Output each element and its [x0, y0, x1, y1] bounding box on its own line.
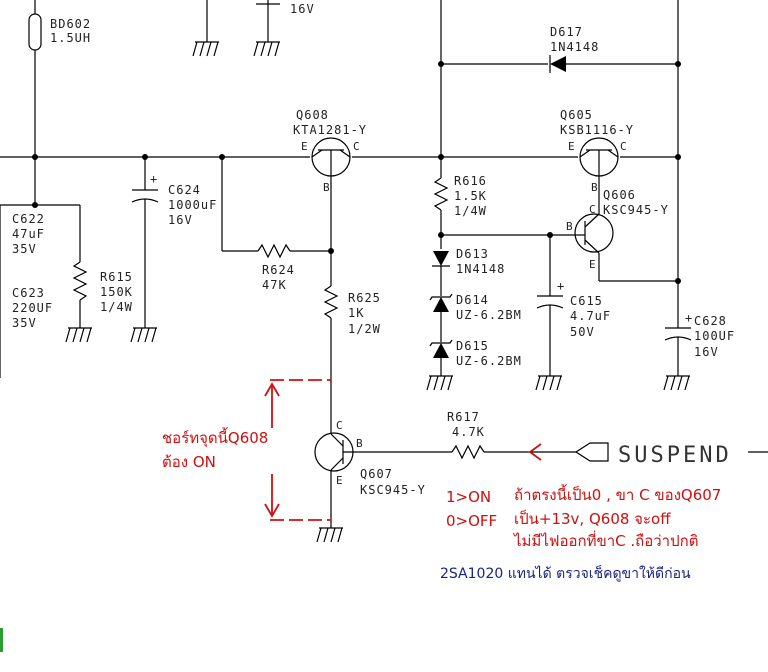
r624-value: 47K: [262, 278, 287, 292]
short-marker: [264, 379, 542, 521]
q608-pin-b: B: [323, 181, 330, 194]
c615-ref: C615: [570, 294, 603, 308]
zener-column: R616 1.5K 1/4W D613 1N4148 D614 UZ-6.2BM…: [429, 157, 576, 376]
c628-voltage: 16V: [694, 345, 719, 359]
transistor-q608: Q608 KTA1281-Y E C B: [293, 108, 367, 194]
r616-ref: R616: [454, 174, 487, 188]
c615-value: 4.7uF: [570, 309, 611, 323]
annotation-replacement: 2SA1020 แทนได้ ตรวจเช็คดูขาให้ดีก่อน: [440, 564, 691, 582]
bd602-value: 1.5UH: [50, 31, 91, 45]
c623-ref: C623: [12, 286, 45, 300]
d617-ref: D617: [550, 25, 583, 39]
q606-pin-e: E: [589, 258, 596, 271]
c624-plus: +: [150, 172, 158, 186]
q606-pin-b: B: [566, 220, 573, 233]
q607-pin-c: C: [336, 419, 343, 432]
r625-power: 1/2W: [348, 322, 381, 336]
r625-value: 1K: [348, 306, 364, 320]
d614-value: UZ-6.2BM: [456, 308, 522, 322]
r615-ref: R615: [100, 270, 133, 284]
edge-mark: [0, 628, 3, 652]
top-partial: 16V: [206, 0, 679, 157]
bd602-ref: BD602: [50, 17, 91, 31]
d614-ref: D614: [456, 293, 489, 307]
suspend-label: SUSPEND: [618, 443, 732, 468]
transistor-q605: Q605 KSB1116-Y E C B: [560, 108, 634, 196]
annotation-logic-off: 0>OFF: [446, 512, 497, 530]
annotation-short-2: ต้อง ON: [162, 453, 216, 471]
r615-power: 1/4W: [100, 300, 133, 314]
d613-value: 1N4148: [456, 262, 505, 276]
q605-pin-e: E: [568, 140, 575, 153]
inductor-bd602: BD602 1.5UH: [0, 0, 91, 208]
q606-pin-c: C: [589, 203, 596, 216]
c628-plus: +: [685, 311, 693, 325]
supply-rail: [0, 154, 681, 160]
c622-voltage: 35V: [12, 242, 37, 256]
c628-value: 100UF: [694, 329, 735, 343]
q605-pin-c: C: [620, 140, 627, 153]
annotation-thai-1: ถ้าตรงนี้เป็น0 , ขา C ของQ607: [514, 484, 721, 504]
c615-voltage: 50V: [570, 325, 595, 339]
q608-ref: Q608: [296, 108, 329, 122]
annotation-logic-on: 1>ON: [446, 488, 491, 506]
suspend-input: R617 4.7K SUSPEND: [447, 410, 768, 468]
c623-voltage: 35V: [12, 316, 37, 330]
q605-ref: Q605: [560, 108, 593, 122]
d615-value: UZ-6.2BM: [456, 354, 522, 368]
q605-pin-b: B: [591, 181, 598, 194]
bias-network: R624 47K R625 1K 1/2W: [221, 157, 381, 426]
q608-pin-e: E: [301, 140, 308, 153]
transistor-q606: Q606 KSC945-Y B C E: [566, 188, 678, 282]
capacitor-c628: + C628 100UF 16V: [664, 157, 735, 376]
r617-value: 4.7K: [452, 425, 485, 439]
annotation-short-1: ชอร์ทจุดนี้Q608: [162, 427, 268, 448]
r624-ref: R624: [262, 263, 295, 277]
q605-part: KSB1116-Y: [560, 123, 634, 137]
q608-part: KTA1281-Y: [293, 123, 367, 137]
d617-value: 1N4148: [550, 40, 599, 54]
c622-value: 47uF: [12, 227, 45, 241]
q607-part: KSC945-Y: [360, 483, 426, 497]
c624-ref: C624: [168, 183, 201, 197]
transistor-q607: C B E Q607 KSC945-Y: [314, 419, 452, 528]
r617-ref: R617: [447, 410, 480, 424]
capacitor-c624: + C624 1000uF 16V: [131, 157, 217, 328]
left-cluster: C622 47uF 35V C623 220UF 35V R615 150K 1…: [0, 205, 133, 378]
q607-pin-e: E: [336, 474, 343, 487]
r616-value: 1.5K: [454, 189, 487, 203]
d615-ref: D615: [456, 339, 489, 353]
c623-value: 220UF: [12, 301, 53, 315]
q607-ref: Q607: [360, 467, 393, 481]
annotation-thai-2: เป็น+13v, Q608 จะoff: [514, 509, 671, 528]
c615-plus: +: [557, 279, 565, 293]
r615-value: 150K: [100, 285, 133, 299]
c622-ref: C622: [12, 212, 45, 226]
r616-power: 1/4W: [454, 204, 487, 218]
c628-ref: C628: [694, 314, 727, 328]
q607-pin-b: B: [356, 437, 363, 450]
annotation-thai-3: ไม่มีไฟออกที่ขาC .ถือว่าปกติ: [513, 530, 698, 550]
diode-d617: D617 1N4148: [438, 25, 681, 73]
q608-pin-c: C: [353, 140, 360, 153]
d613-ref: D613: [456, 247, 489, 261]
c624-voltage: 16V: [168, 213, 193, 227]
r625-ref: R625: [348, 291, 381, 305]
c624-value: 1000uF: [168, 198, 217, 212]
q606-ref: Q606: [603, 188, 636, 202]
top-cap-voltage: 16V: [290, 2, 315, 16]
q606-part: KSC945-Y: [603, 203, 669, 217]
capacitor-c615: + C615 4.7uF 50V: [536, 235, 611, 376]
